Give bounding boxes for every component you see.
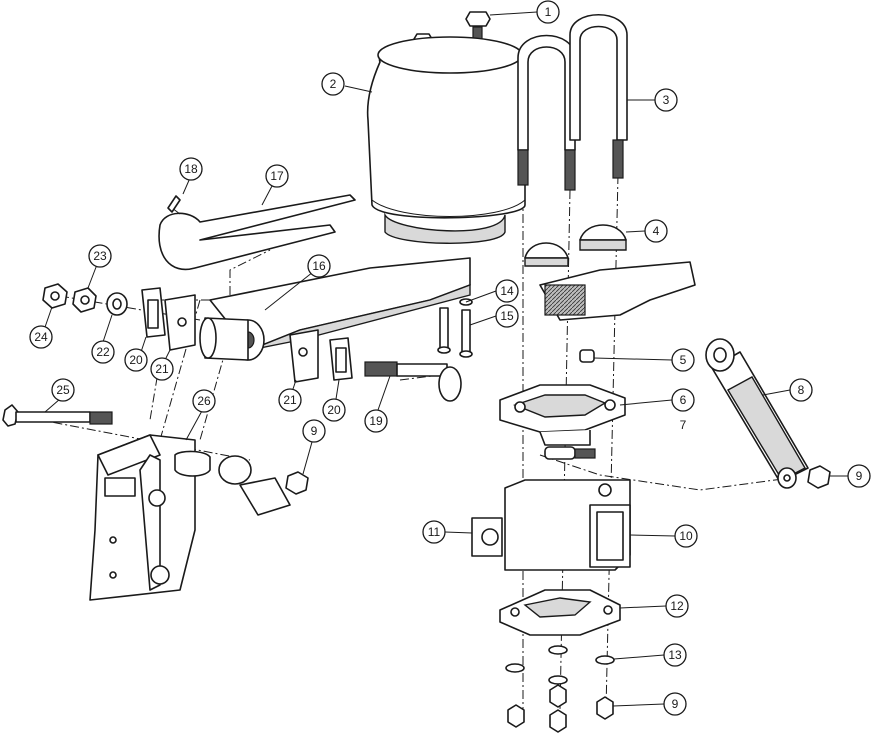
callout-25-label: 25 [56, 383, 70, 397]
shock-nut [807, 465, 831, 489]
callout-9-hanger: 9 [302, 419, 326, 443]
callout-16-label: 16 [312, 259, 326, 273]
callout-9-ubolt: 9 [663, 692, 687, 716]
u-bolt-1 [517, 34, 576, 191]
upper-axle-seat [499, 384, 626, 446]
callout-20-left-label: 20 [129, 353, 143, 367]
callout-7-label: 7 [680, 418, 687, 432]
callout-21-left: 21 [150, 357, 174, 381]
callout-18-label: 18 [184, 162, 198, 176]
callout-1: 1 [536, 0, 560, 24]
callout-3: 3 [654, 88, 678, 112]
u-bolt-2 [569, 14, 628, 179]
callout-15-label: 15 [500, 309, 514, 323]
pad-bolts [437, 298, 473, 358]
shock-absorber [705, 338, 809, 489]
callout-2: 2 [321, 72, 345, 96]
nut-24 [42, 283, 68, 309]
callout-4-label: 4 [653, 224, 660, 238]
air-spring [366, 36, 526, 244]
callout-22-label: 22 [96, 345, 110, 359]
callout-26-label: 26 [197, 394, 211, 408]
callout-17: 17 [265, 164, 289, 188]
callout-3-label: 3 [663, 93, 670, 107]
callout-12: 12 [665, 594, 689, 618]
callout-17-label: 17 [270, 169, 284, 183]
flat-washers [505, 645, 615, 685]
callout-23-label: 23 [93, 249, 107, 263]
axle-shim-plate [471, 517, 503, 557]
hanger-bolt [2, 404, 113, 427]
axle-tube [504, 479, 631, 571]
callout-2-label: 2 [330, 77, 337, 91]
hanger-side-brackets [164, 294, 319, 383]
callout-18: 18 [179, 157, 203, 181]
callout-13: 13 [663, 643, 687, 667]
callout-21-left-label: 21 [155, 362, 169, 376]
callout-19: 19 [364, 409, 388, 433]
pivot-bolt [364, 361, 462, 402]
callout-4: 4 [644, 219, 668, 243]
alignment-plates [141, 287, 353, 381]
washer-22 [106, 292, 128, 316]
hanger-nut [285, 471, 309, 495]
spacer-bushing [579, 349, 595, 363]
callout-26: 26 [192, 389, 216, 413]
callout-6: 6 [671, 388, 695, 412]
callout-8-label: 8 [798, 383, 805, 397]
jam-nut-23 [72, 287, 97, 313]
lower-axle-seat [499, 589, 621, 636]
callout-5: 5 [671, 348, 695, 372]
callout-25: 25 [51, 378, 75, 402]
callout-9-shock-label: 9 [856, 469, 863, 483]
air-spring-bracket-pad [158, 194, 356, 271]
callout-8: 8 [789, 378, 813, 402]
callout-21-right-label: 21 [283, 393, 297, 407]
callout-22: 22 [91, 340, 115, 364]
callout-9-shock: 9 [847, 464, 871, 488]
callout-6-label: 6 [680, 393, 687, 407]
frame-hanger [89, 434, 291, 601]
callout-9-ubolt-label: 9 [672, 697, 679, 711]
callout-15: 15 [495, 304, 519, 328]
callout-20-right: 20 [322, 398, 346, 422]
callout-10-label: 10 [679, 529, 693, 543]
axle-spacer-blocks [524, 224, 627, 267]
callout-24-label: 24 [34, 330, 48, 344]
callout-24: 24 [29, 325, 53, 349]
callout-12-label: 12 [670, 599, 684, 613]
callout-21-right: 21 [278, 388, 302, 412]
u-bolt-nuts [507, 684, 614, 733]
callout-9-hanger-label: 9 [311, 424, 318, 438]
callout-20-right-label: 20 [327, 403, 341, 417]
callout-11-label: 11 [428, 525, 441, 539]
callout-16: 16 [307, 254, 331, 278]
callout-5-label: 5 [680, 353, 687, 367]
callout-1-label: 1 [545, 5, 552, 19]
callout-23: 23 [88, 244, 112, 268]
callout-14-label: 14 [500, 284, 514, 298]
callout-10: 10 [674, 524, 698, 548]
callout-20-left: 20 [124, 348, 148, 372]
callout-11: 11 [422, 520, 446, 544]
axle-seat-bolt [544, 446, 596, 460]
callout-13-label: 13 [668, 648, 682, 662]
callout-14: 14 [495, 279, 519, 303]
callout-19-label: 19 [369, 414, 383, 428]
